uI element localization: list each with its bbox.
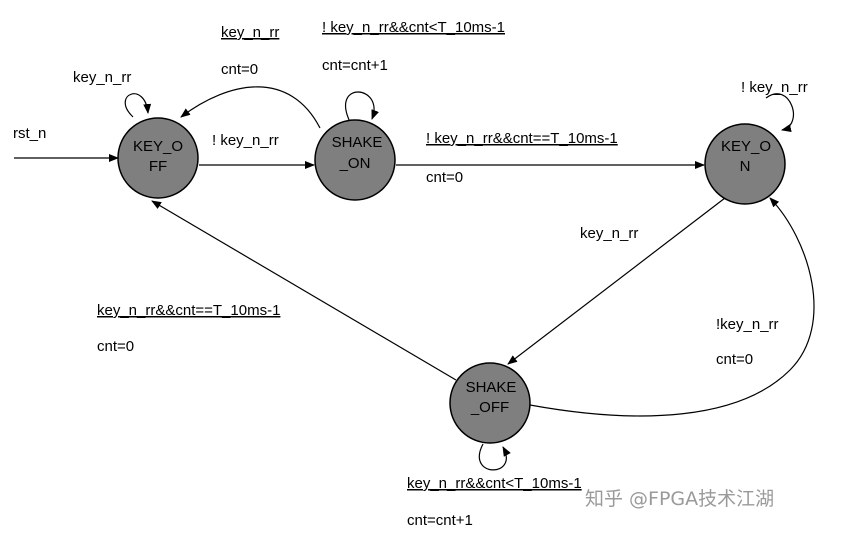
shakeoff-to-keyon-arrow: [529, 197, 815, 417]
state-shake-on-line1: SHAKE: [332, 134, 383, 151]
state-key-off-line1: KEY_O: [133, 138, 183, 155]
label-shakeon-self-cond: ! key_n_rr&&cnt<T_10ms-1: [322, 19, 505, 36]
label-shakeon-self-action: cnt=cnt+1: [322, 57, 388, 74]
shakeoff-to-keyoff-arrow: [151, 200, 457, 381]
shakeon-self-loop: [344, 91, 379, 123]
label-shakeon-to-keyoff-action: cnt=0: [221, 61, 258, 78]
watermark-text: 知乎 @FPGA技术江湖: [585, 488, 774, 510]
label-shakeon-to-keyon-cond: ! key_n_rr&&cnt==T_10ms-1: [426, 130, 618, 147]
state-key-on: KEY_O N: [704, 123, 786, 205]
shakeoff-self-loop: [478, 443, 511, 471]
label-shakeon-to-keyoff-cond: key_n_rr: [221, 24, 279, 41]
label-keyoff-to-shakeon: ! key_n_rr: [212, 132, 279, 149]
label-shakeoff-self-action: cnt=cnt+1: [407, 512, 473, 529]
label-rst: rst_n: [13, 125, 46, 142]
keyon-self-loop: [765, 93, 795, 132]
keyoff-self-loop: [124, 93, 152, 118]
label-keyon-self: ! key_n_rr: [741, 79, 808, 96]
shakeon-to-keyoff-arrow: [180, 86, 321, 129]
label-shakeoff-to-keyon-action: cnt=0: [716, 351, 753, 368]
label-shakeoff-self-cond: key_n_rr&&cnt<T_10ms-1: [407, 475, 582, 492]
state-shake-off-line2: _OFF: [470, 399, 509, 416]
state-shake-off-line1: SHAKE: [466, 379, 517, 396]
state-key-off-line2: FF: [149, 158, 167, 175]
label-shakeon-to-keyon-action: cnt=0: [426, 169, 463, 186]
label-keyoff-self: key_n_rr: [73, 69, 131, 86]
state-key-on-line1: KEY_O: [721, 138, 771, 155]
state-shake-on-line2: _ON: [339, 155, 371, 172]
state-key-on-line2: N: [740, 158, 751, 175]
state-shake-on: SHAKE _ON: [314, 119, 396, 201]
state-key-off: KEY_O FF: [117, 117, 199, 199]
label-shakeoff-to-keyon-cond: !key_n_rr: [716, 316, 779, 333]
state-shake-off: SHAKE _OFF: [449, 362, 531, 444]
keyon-to-shakeoff-arrow: [507, 197, 726, 365]
label-keyon-to-shakeoff: key_n_rr: [580, 225, 638, 242]
label-shakeoff-to-keyoff-cond: key_n_rr&&cnt==T_10ms-1: [97, 302, 280, 319]
label-shakeoff-to-keyoff-action: cnt=0: [97, 338, 134, 355]
